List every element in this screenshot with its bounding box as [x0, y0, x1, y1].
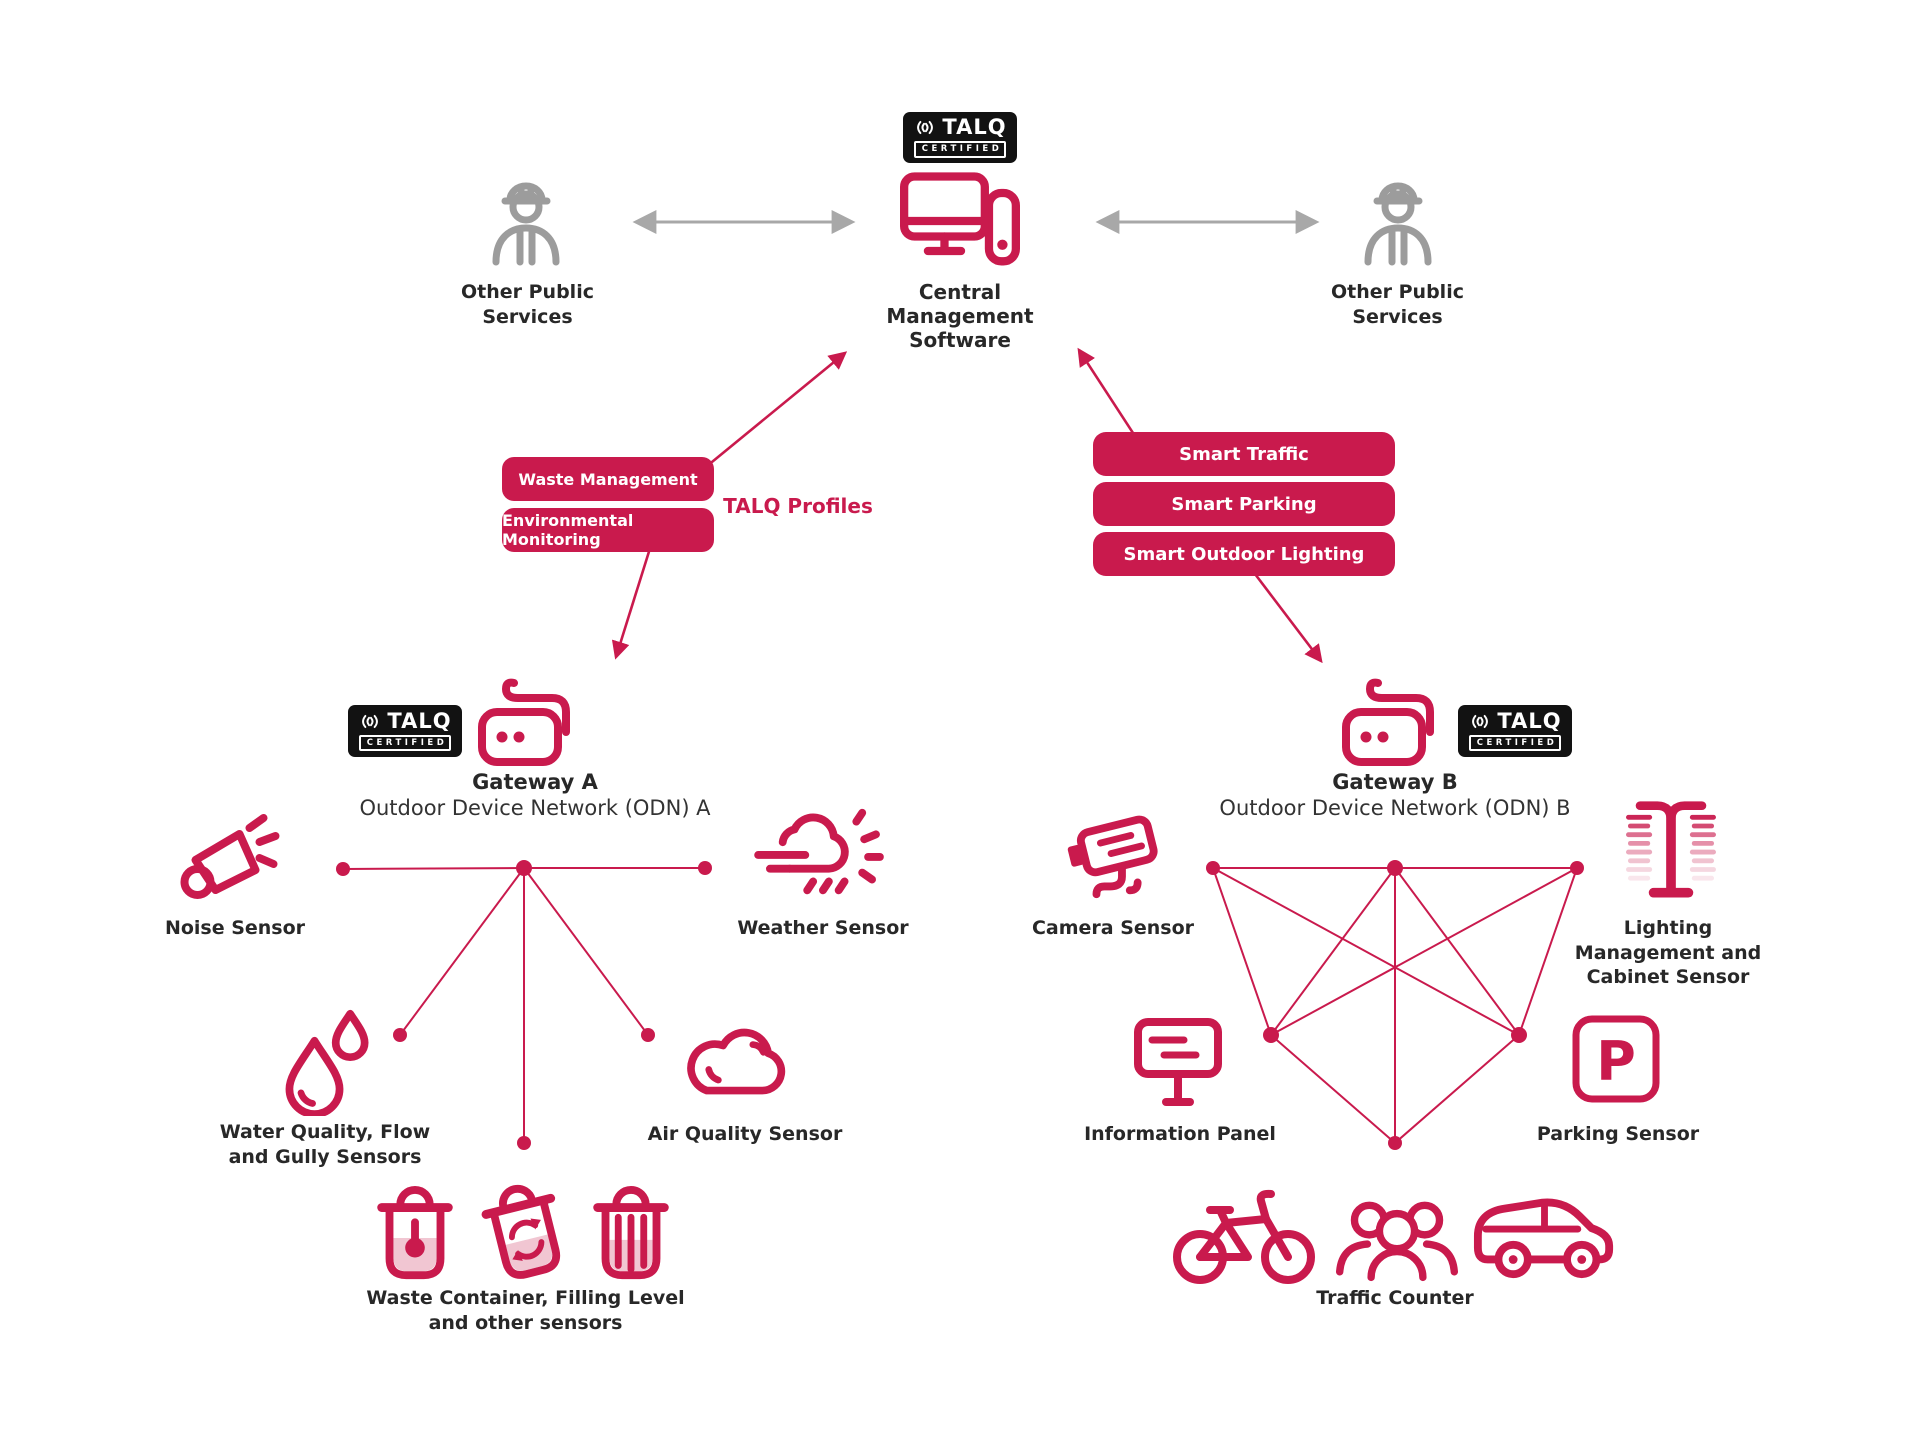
network-a-star [336, 860, 712, 1150]
arrow-profiles-a-to-cms [689, 351, 848, 482]
arrow-profiles-a-to-gateway-a [611, 541, 654, 660]
talq-logo-icon [917, 121, 934, 135]
waste-bin-fill-level-icon [377, 1186, 453, 1280]
water-quality-icon [285, 1009, 369, 1116]
people-counter-icon [1336, 1201, 1458, 1282]
badge-certified: CERTIFIED [913, 141, 1007, 158]
profile-pill-environmental-monitoring: Environmental Monitoring [502, 508, 714, 552]
noise-sensor-icon [180, 814, 280, 899]
air-quality-icon [687, 1028, 786, 1095]
information-panel-label: Information Panel [1084, 1123, 1276, 1145]
gateway-a-subtitle: Outdoor Device Network (ODN) A [359, 796, 711, 820]
water-quality-label: Water Quality, Flow and Gully Sensors [219, 1121, 431, 1168]
camera-sensor-icon [1067, 815, 1158, 899]
lighting-management-icon [1626, 801, 1716, 898]
talq-logo-icon [362, 714, 379, 728]
noise-sensor-label: Noise Sensor [164, 917, 306, 939]
profile-pill-smart-traffic: Smart Traffic [1093, 432, 1395, 476]
network-b-mesh [1206, 860, 1584, 1150]
central-management-software-icon [900, 172, 1020, 266]
profile-pill-smart-outdoor-lighting: Smart Outdoor Lighting [1093, 532, 1395, 576]
talq-certified-badge-gateway-b: TALQ CERTIFIED [1458, 705, 1572, 757]
gateway-a-router-icon [478, 678, 570, 766]
talq-certified-badge-cms: TALQ CERTIFIED [903, 112, 1017, 163]
weather-sensor-icon [754, 808, 884, 895]
parking-letter: P [1596, 1030, 1636, 1093]
profile-pill-waste-management: Waste Management [502, 457, 714, 501]
parking-sensor-icon: P [1572, 1015, 1660, 1103]
gateway-b-title: Gateway B [1332, 770, 1458, 794]
arrow-profiles-b-to-gateway-b [1250, 569, 1323, 664]
talq-logo-icon [1472, 714, 1489, 728]
worker-icon-right [1364, 182, 1432, 266]
waste-container-label: Waste Container, Filling Level and other… [366, 1287, 685, 1334]
air-quality-label: Air Quality Sensor [647, 1123, 843, 1145]
car-icon [1473, 1198, 1614, 1279]
gateway-b-router-icon [1342, 678, 1434, 766]
worker-icon-left [492, 182, 560, 266]
gateway-b-subtitle: Outdoor Device Network (ODN) B [1219, 796, 1571, 820]
central-management-label: Central Management Software [886, 280, 1034, 352]
bicycle-icon [1173, 1189, 1315, 1284]
profile-pill-smart-parking: Smart Parking [1093, 482, 1395, 526]
other-public-services-right-label: Other Public Services [1331, 281, 1464, 328]
talq-profiles-caption: TALQ Profiles [723, 494, 873, 518]
waste-bin-trash-icon [593, 1186, 669, 1280]
gateway-a-title: Gateway A [472, 770, 598, 794]
waste-bin-recycle-icon [481, 1184, 561, 1279]
traffic-counter-label: Traffic Counter [1316, 1287, 1474, 1309]
lighting-management-label: Lighting Management and Cabinet Sensor [1574, 917, 1762, 989]
other-public-services-left-label: Other Public Services [461, 281, 594, 328]
camera-sensor-label: Camera Sensor [1031, 917, 1195, 939]
talq-certified-badge-gateway-a: TALQ CERTIFIED [348, 705, 462, 757]
information-panel-icon [1134, 1018, 1222, 1106]
badge-title: TALQ [942, 115, 1007, 140]
parking-sensor-label: Parking Sensor [1536, 1123, 1700, 1145]
weather-sensor-label: Weather Sensor [737, 917, 909, 939]
